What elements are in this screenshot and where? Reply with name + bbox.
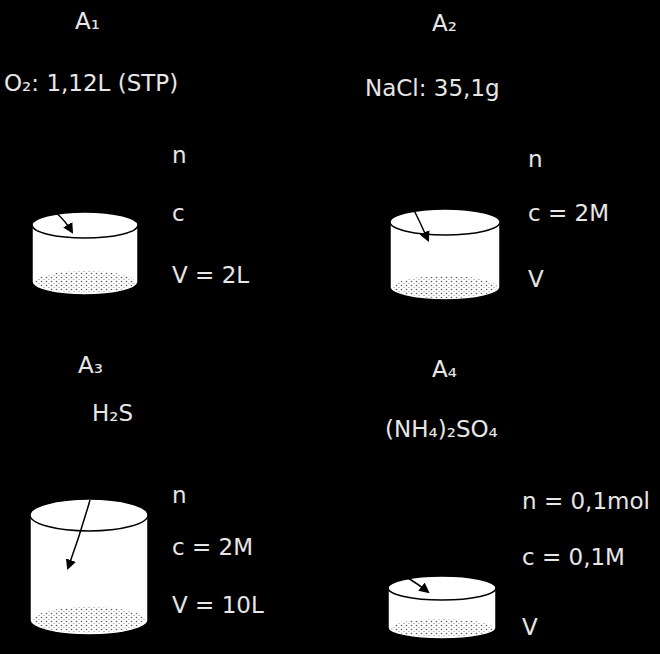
section-title: A₄ [432,356,457,384]
quantity: V [528,266,544,294]
quantity: V [522,614,538,642]
section-title: A₂ [432,10,457,38]
beaker [32,212,138,295]
formula: NaCl: 35,1g [365,75,500,103]
quantity: c [172,200,185,228]
section-title: A₁ [75,8,100,36]
formula: H₂S [92,400,133,428]
quantity: c = 2M [528,200,609,228]
quantity: V = 2L [172,262,249,290]
beaker [30,499,148,635]
section-title: A₃ [78,352,103,380]
quantity: V = 10L [172,592,264,620]
quantity: c = 2M [172,534,253,562]
quantity: n [172,482,187,510]
quantity: c = 0,1M [522,544,625,572]
quantity: n [528,146,543,174]
beaker [390,206,500,300]
formula: O₂: 1,12L (STP) [4,70,178,98]
quantity: n = 0,1mol [522,488,650,516]
quantity: n [172,142,187,170]
beaker [388,576,496,639]
formula: (NH₄)₂SO₄ [385,416,498,444]
